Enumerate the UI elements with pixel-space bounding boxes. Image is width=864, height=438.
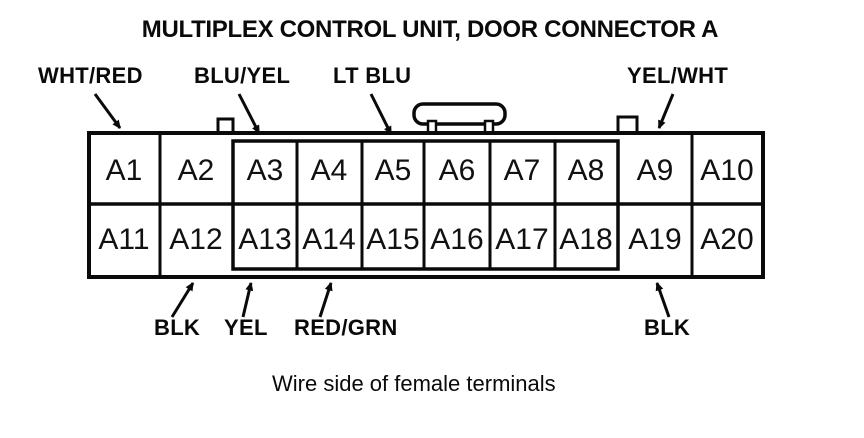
wire-label-blk-left: BLK — [154, 315, 201, 340]
pin-cell-a4: A4 — [310, 154, 348, 187]
pin-cell-a14: A14 — [302, 223, 356, 256]
arrow-yel-wht — [657, 93, 675, 128]
pin-cell-a12: A12 — [169, 223, 223, 256]
pin-cell-a7: A7 — [503, 154, 541, 187]
pin-cell-a10: A10 — [700, 154, 754, 187]
pin-cell-a6: A6 — [438, 154, 476, 187]
arrow-blk-right — [655, 283, 671, 318]
index-tab-right-icon — [616, 115, 639, 135]
arrow-blk-left — [170, 283, 195, 318]
arrow-red-grn — [318, 283, 331, 318]
arrow-blu-yel — [237, 93, 261, 133]
cell-divider-lines — [158, 133, 694, 277]
callout-arrows-top — [93, 93, 675, 134]
pin-cell-a3: A3 — [246, 154, 284, 187]
pin-cell-a8: A8 — [567, 154, 605, 187]
pin-cell-a16: A16 — [430, 223, 484, 256]
index-tab-left-icon — [216, 117, 235, 135]
pin-cell-a15: A15 — [366, 223, 420, 256]
wire-label-blk-right: BLK — [644, 315, 691, 340]
pin-cell-a17: A17 — [495, 223, 549, 256]
wire-label-blu-yel: BLU/YEL — [194, 63, 291, 88]
pin-cell-a5: A5 — [374, 154, 412, 187]
wire-label-yel-wht: YEL/WHT — [627, 63, 729, 88]
pin-cell-a13: A13 — [238, 223, 292, 256]
callout-arrows-bottom — [170, 283, 671, 318]
pin-cell-a1: A1 — [105, 154, 143, 187]
pin-cell-a19: A19 — [628, 223, 682, 256]
wire-label-yel: YEL — [224, 315, 268, 340]
pin-cell-a20: A20 — [700, 223, 754, 256]
pin-cell-a18: A18 — [559, 223, 613, 256]
caption: Wire side of female terminals — [272, 371, 556, 396]
pin-cell-a2: A2 — [177, 154, 215, 187]
pin-cell-a9: A9 — [636, 154, 674, 187]
wire-label-red-grn: RED/GRN — [294, 315, 398, 340]
arrow-yel — [241, 283, 251, 318]
latch-icon — [412, 102, 507, 135]
pin-cell-a11: A11 — [98, 223, 150, 256]
arrow-wht-red — [93, 93, 122, 128]
arrow-lt-blu — [369, 93, 393, 134]
wire-label-wht-red: WHT/RED — [38, 63, 143, 88]
page-title: MULTIPLEX CONTROL UNIT, DOOR CONNECTOR A — [141, 16, 719, 43]
wire-label-lt-blu: LT BLU — [333, 63, 412, 88]
